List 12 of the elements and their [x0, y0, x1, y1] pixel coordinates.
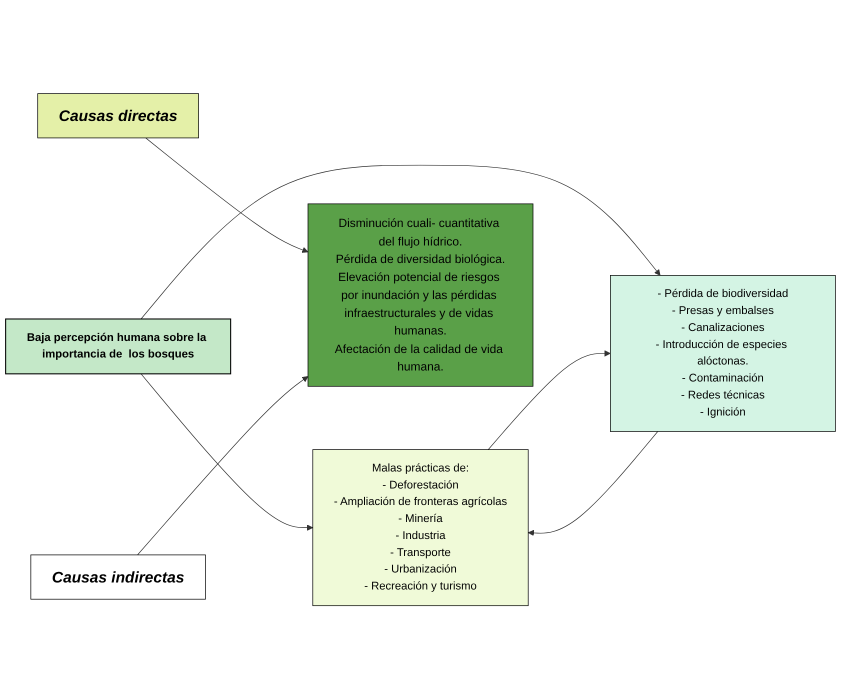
node-box: Causas directas: [37, 94, 199, 139]
node-box: - Pérdida de biodiversidad - Presas y embalses - Canalizaciones - Introducción de especies alóctonas. - Contaminación - Redes técnicas - Ignición: [610, 275, 836, 432]
arrow: [140, 374, 314, 532]
arrow: [528, 431, 658, 536]
node-box: Baja percepción humana sobre la importancia de los bosques: [5, 318, 232, 375]
arrow: [145, 138, 308, 254]
arrow: [137, 376, 308, 556]
node-box: Disminución cuali- cuantitativa del flujo hídrico. Pérdida de diversidad biológica. Elevación potencial de riesgos por inundación y las pérdidas infraestructurales y de vidas humanas. Afectación de la calidad de vida humana.: [308, 204, 534, 387]
node-box: Causas indirectas: [30, 554, 206, 600]
arrow: [488, 350, 611, 450]
arrow: [140, 165, 660, 320]
node-box: Malas prácticas de: - Deforestación - Ampliación de fronteras agrícolas - Minería - Industria - Transporte - Urbanización - Recreación y turismo: [312, 450, 529, 606]
